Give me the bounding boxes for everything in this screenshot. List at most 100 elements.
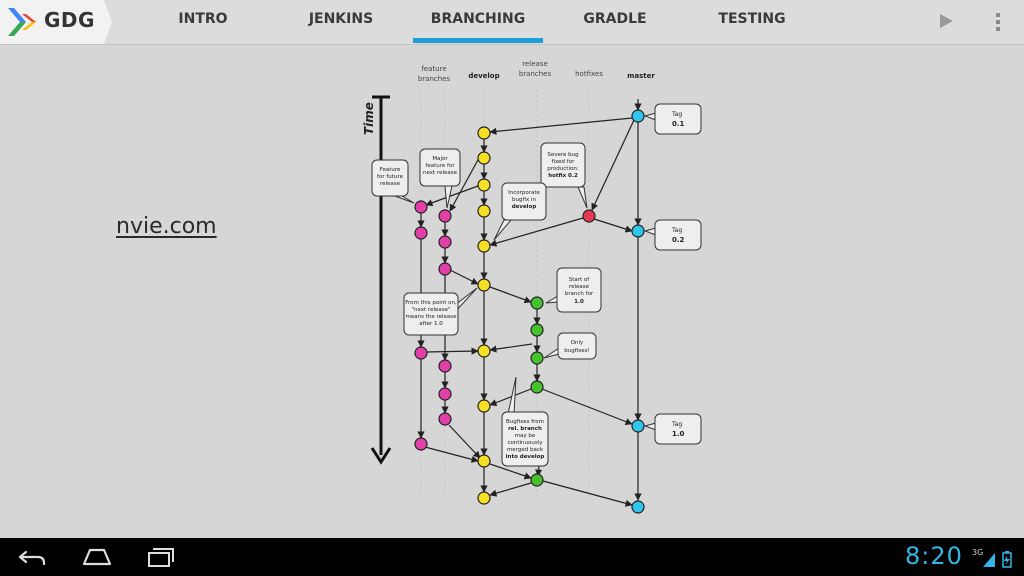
col-master: master [627,72,655,80]
col-release-line1: release [522,60,548,68]
col-feature-line2: branches [418,75,451,83]
hotfix-commit-node [582,209,596,223]
tab-testing[interactable]: TESTING [718,11,786,27]
tab-intro[interactable]: INTRO [178,11,228,27]
tab-jenkins[interactable]: JENKINS [308,11,374,27]
tab-branching[interactable]: BRANCHING [430,11,526,27]
svg-text:into develop: into develop [506,454,545,460]
svg-text:bugfixes!: bugfixes! [564,348,589,354]
back-icon [18,550,46,566]
git-branching-diagram: feature branches develop release branche… [362,60,702,514]
svg-text:production:: production: [547,166,579,172]
svg-text:Start of: Start of [569,277,591,283]
svg-text:Only: Only [571,340,584,346]
svg-text:may be: may be [515,433,536,439]
callout-only-bugfixes: Only bugfixes! [543,332,597,360]
play-icon[interactable] [938,12,954,34]
home-button[interactable] [80,544,114,574]
svg-text:continuously: continuously [507,440,543,446]
feature-commit-node [414,226,428,240]
feature-commit-node [438,359,452,373]
svg-text:release: release [380,181,401,187]
release-commit-node [530,296,544,310]
svg-text:rel. branch: rel. branch [508,426,542,432]
develop-commit-node [477,126,491,140]
logo-text: GDG [44,8,95,32]
callout-severe-bug: Severe bug fixed for production: hotfix … [540,142,588,209]
status-clock: 8:20 [905,542,963,570]
column-headers: feature branches develop release branche… [418,60,656,83]
svg-text:Incorporate: Incorporate [508,190,540,196]
tab-gradle[interactable]: GRADLE [583,11,647,27]
time-label: Time [362,102,376,135]
credit-link[interactable]: nvie.com [116,214,217,239]
develop-commit-node [477,239,491,253]
develop-commit-node [477,454,491,468]
svg-text:Tag: Tag [671,421,682,428]
svg-text:hotfix 0.2: hotfix 0.2 [548,173,578,179]
feature-commit-node [438,262,452,276]
release-commit-node [530,351,544,365]
svg-text:0.1: 0.1 [672,120,685,128]
feature-commit-node [438,209,452,223]
tag-callouts: Tag 0.1 Tag 0.2 Tag 1.0 [643,103,702,445]
svg-text:Severe bug: Severe bug [547,152,578,158]
svg-text:From this point on,: From this point on, [405,300,457,306]
svg-text:Major: Major [432,156,448,162]
col-release-line2: branches [519,70,552,78]
svg-text:branch for: branch for [565,291,594,297]
overflow-menu-icon[interactable] [994,12,1002,36]
tag-1-0: Tag 1.0 [643,413,702,445]
svg-text:merged back: merged back [507,447,544,453]
callout-major-feature: Major feature for next release [419,148,461,209]
svg-text:Bugfixes from: Bugfixes from [506,419,544,425]
feature-commit-node [414,200,428,214]
gdg-logo[interactable]: GDG [0,0,112,44]
feature-commit-node [438,235,452,249]
network-type: 3G [972,548,984,557]
svg-text:develop: develop [512,204,537,210]
tag-0-2: Tag 0.2 [643,219,702,251]
develop-commit-node [477,491,491,505]
svg-text:after 1.0: after 1.0 [419,321,443,327]
status-icons [983,551,1012,568]
col-hotfixes: hotfixes [575,70,603,78]
develop-commit-node [477,178,491,192]
recent-apps-button[interactable] [145,544,177,574]
feature-commit-node [414,346,428,360]
callout-incorporate: Incorporate bugfix in develop [493,182,547,241]
back-button[interactable] [16,544,48,574]
callout-feature-future: Feature for future release [371,159,415,204]
home-icon [82,548,112,566]
svg-text:means the release: means the release [405,314,457,320]
recent-apps-icon [148,548,174,567]
col-feature-line1: feature [421,65,446,73]
callouts: Feature for future release Major feature… [371,142,602,467]
develop-commit-node [477,344,491,358]
master-commit-node [631,419,645,433]
feature-commit-node [414,437,428,451]
master-commit-node [631,224,645,238]
col-develop: develop [468,72,499,80]
svg-text:release: release [569,284,590,290]
svg-text:1.0: 1.0 [672,430,685,438]
svg-text:next release: next release [423,170,458,176]
svg-text:1.0: 1.0 [574,299,584,305]
svg-text:Tag: Tag [671,227,682,234]
develop-commit-node [477,151,491,165]
tag-0-1: Tag 0.1 [643,103,702,135]
system-navigation-bar [0,538,1024,576]
feature-commit-node [438,412,452,426]
develop-commit-node [477,278,491,292]
release-commit-node [530,380,544,394]
callout-start-release: Start of release branch for 1.0 [545,267,602,313]
master-commit-node [631,500,645,514]
release-commit-node [530,473,544,487]
active-tab-indicator [413,38,543,43]
svg-text:"next release": "next release" [411,307,450,313]
svg-text:Feature: Feature [380,167,401,173]
action-bar: GDG INTRO JENKINS BRANCHING GRADLE TESTI… [0,0,1024,45]
callout-bugfixes-from: Bugfixes from rel. branch may be continu… [501,376,549,467]
signal-icon [983,553,995,567]
svg-text:bugfix in: bugfix in [512,197,536,203]
